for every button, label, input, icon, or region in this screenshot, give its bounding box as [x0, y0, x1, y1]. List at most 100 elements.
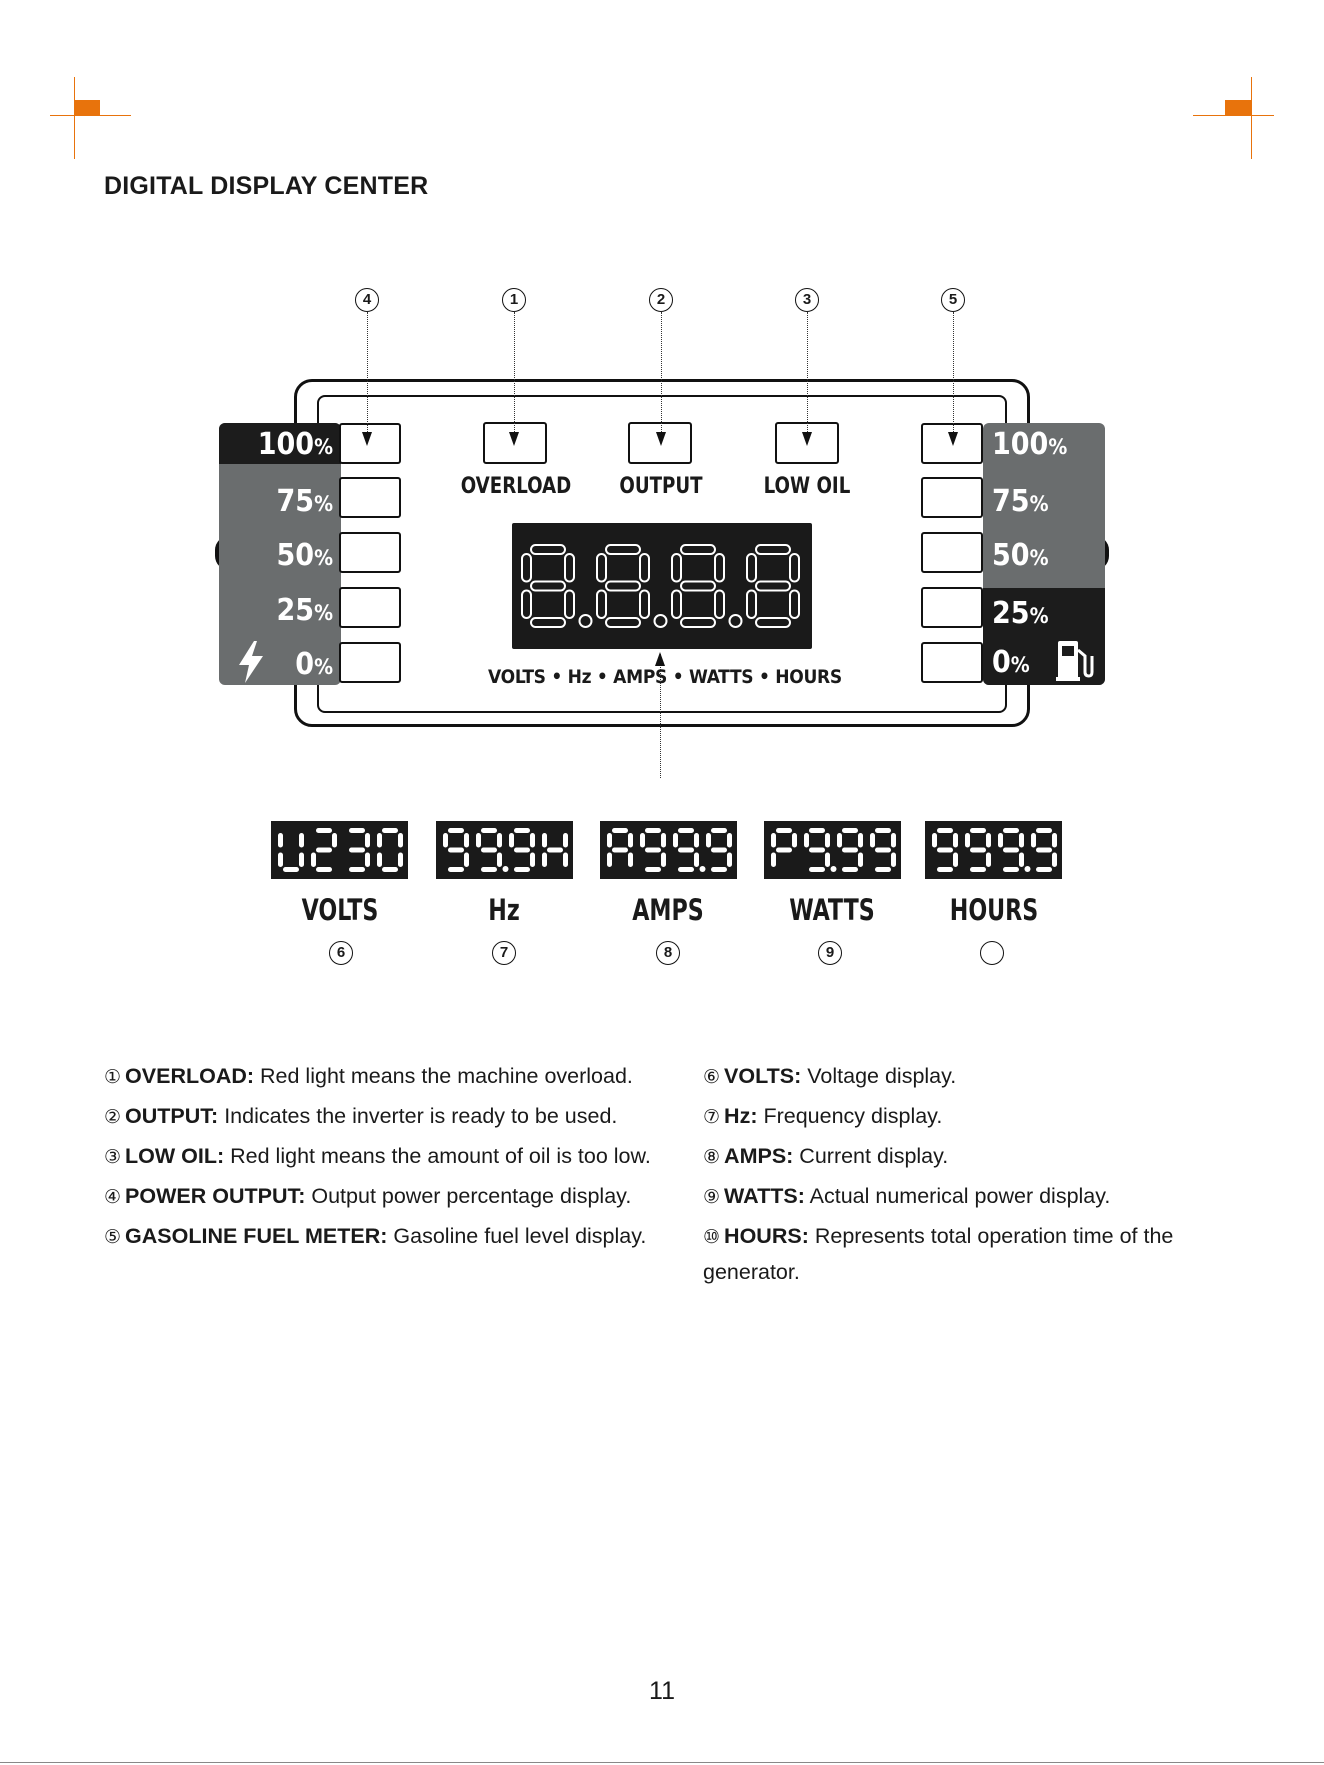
segment-e — [311, 852, 316, 867]
segment-a — [530, 544, 566, 555]
segment-d — [283, 867, 299, 872]
segment-d — [842, 867, 858, 872]
segment-a — [448, 828, 464, 833]
segment-f — [706, 833, 711, 848]
main-readout-digits — [521, 544, 800, 628]
segment-f — [521, 553, 532, 583]
segment-g — [842, 847, 858, 853]
power-led-25 — [339, 587, 401, 628]
segment-g — [530, 580, 566, 592]
segment-d — [937, 867, 953, 872]
segment-c — [953, 852, 958, 867]
segment-d — [481, 867, 497, 872]
segment-d — [680, 617, 716, 628]
callout-8: 8 — [656, 941, 680, 965]
segment-g — [448, 847, 464, 853]
fuel-level-25: 25% — [983, 588, 1105, 637]
main-readout-screen — [512, 523, 812, 649]
segment-c — [858, 852, 863, 867]
segment-b — [694, 833, 699, 848]
segment-c — [398, 852, 403, 867]
segment-d — [514, 867, 530, 872]
segment-f — [771, 833, 776, 848]
segment-d — [809, 867, 825, 872]
segment-c — [628, 852, 633, 867]
seven-segment-digits — [443, 828, 568, 872]
decimal-point — [728, 614, 743, 628]
segment-g — [680, 580, 716, 592]
decimal-point — [653, 614, 668, 628]
fuel-meter-gauge: 100% 75% 50% 25% 0% — [983, 423, 1105, 685]
segment-c — [464, 852, 469, 867]
segment-d — [711, 867, 727, 872]
callout-7: 7 — [492, 941, 516, 965]
segment-f — [278, 833, 283, 848]
leader-line-1 — [514, 312, 515, 440]
power-level-0: 0% — [295, 647, 333, 682]
readout-label-amps: AMPS — [632, 893, 704, 927]
segment-c — [694, 852, 699, 867]
segment-a — [842, 828, 858, 833]
readout-hz — [436, 821, 573, 879]
segment-b — [398, 833, 403, 848]
segment-b — [858, 833, 863, 848]
readout-amps — [600, 821, 737, 879]
segment-e — [596, 589, 607, 619]
segment-d — [448, 867, 464, 872]
segment-b — [464, 833, 469, 848]
segment-f — [596, 553, 607, 583]
page-number: 11 — [649, 1677, 675, 1705]
segment-c — [365, 852, 370, 867]
segment-c — [986, 852, 991, 867]
segment-b — [714, 553, 725, 583]
segment-d — [875, 867, 891, 872]
fuel-led-0 — [921, 642, 983, 683]
segment-f — [607, 833, 612, 848]
segment-a — [1003, 828, 1019, 833]
segment-b — [891, 833, 896, 848]
decimal-point — [502, 866, 509, 872]
segment-c — [639, 589, 650, 619]
bottom-rule — [0, 1762, 1324, 1763]
segment-f — [377, 833, 382, 848]
readout-label-hz: Hz — [488, 893, 520, 927]
segment-a — [937, 828, 953, 833]
segment-a — [605, 544, 641, 555]
segment-f — [746, 553, 757, 583]
decimal-point — [699, 866, 706, 872]
segment-f — [932, 833, 937, 848]
segment-c — [563, 852, 568, 867]
callout-2: 2 — [649, 288, 673, 312]
leader-line-screen — [660, 654, 661, 778]
segment-d — [605, 617, 641, 628]
segment-a — [678, 828, 694, 833]
segment-c — [530, 852, 535, 867]
segment-c — [1052, 852, 1057, 867]
segment-b — [1019, 833, 1024, 848]
segment-b — [332, 833, 337, 848]
segment-d — [530, 617, 566, 628]
segment-d — [678, 867, 694, 872]
segment-d — [316, 867, 332, 872]
segment-e — [377, 852, 382, 867]
segment-f — [509, 833, 514, 848]
segment-a — [680, 544, 716, 555]
segment-g — [875, 847, 891, 853]
segment-c — [661, 852, 666, 867]
callout-10 — [980, 941, 1004, 965]
segment-a — [349, 828, 365, 833]
segment-a — [481, 828, 497, 833]
fuel-level-50: 50% — [992, 538, 1049, 573]
power-level-75: 75% — [276, 484, 334, 519]
segment-e — [746, 589, 757, 619]
segment-g — [678, 847, 694, 853]
segment-a — [514, 828, 530, 833]
